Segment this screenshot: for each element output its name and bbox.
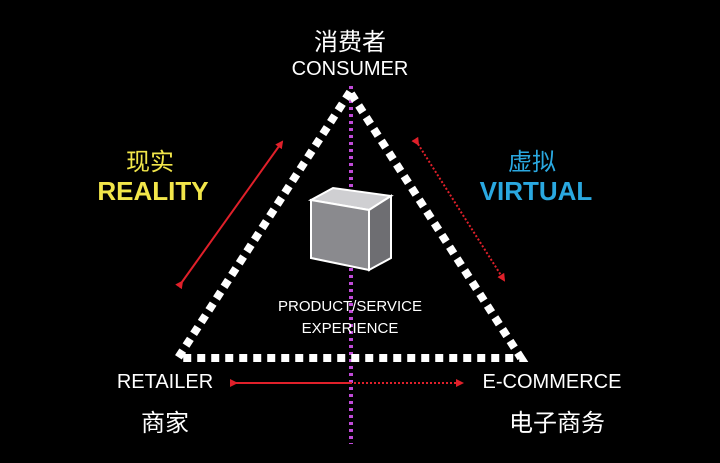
virtual-label-zh: 虚拟 [508,148,556,176]
virtual-arrow [411,136,506,282]
ecommerce-label-en: E-COMMERCE [482,371,622,393]
retailer-label-en: RETAILER [116,371,214,393]
reality-label-en: REALITY [97,176,209,206]
product-box-icon [307,186,394,272]
center-label-line1: PRODUCT/SERVICE [278,298,422,315]
center-label-line2: EXPERIENCE [301,320,399,337]
ecommerce-label-zh: 电子商务 [509,409,605,437]
consumer-label-en: CONSUMER [291,58,409,80]
reality-label-zh: 现实 [126,148,174,176]
reality-arrow [175,140,284,290]
retailer-label-zh: 商家 [141,409,189,437]
virtual-label-en: VIRTUAL [479,176,593,206]
consumer-label-zh: 消费者 [314,28,386,56]
